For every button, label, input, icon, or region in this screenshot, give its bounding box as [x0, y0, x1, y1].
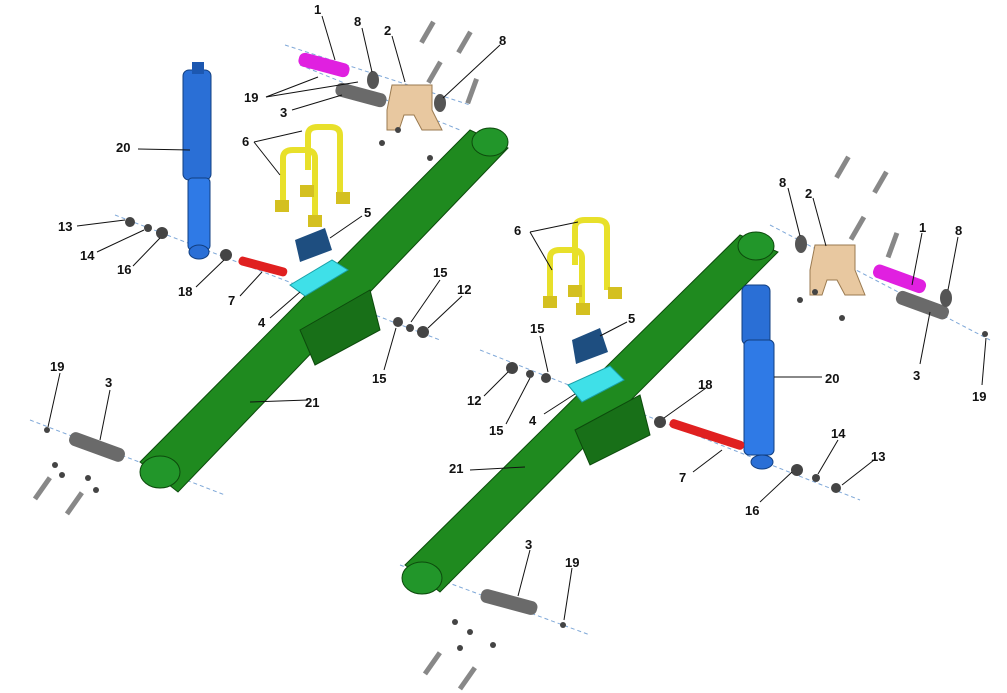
leader-lines [469, 187, 987, 621]
part-label: 12 [467, 393, 481, 408]
pin-3-bottom [480, 589, 538, 615]
part-label: 8 [955, 223, 962, 238]
shock-absorber-20 [182, 62, 212, 260]
part-label: 16 [745, 503, 759, 518]
wedge-5 [295, 228, 332, 262]
pin-7 [238, 256, 288, 277]
part-labels-left: 1 8 2 8 19 3 20 6 13 14 16 5 18 7 4 15 1… [50, 2, 506, 410]
part-label: 8 [779, 175, 786, 190]
part-label: 4 [258, 315, 266, 330]
pin-3-bottom [69, 432, 125, 462]
part-label: 20 [825, 371, 839, 386]
part-label: 3 [525, 537, 532, 552]
pin-1 [872, 264, 927, 294]
bracket-2 [386, 84, 443, 131]
part-label: 15 [530, 321, 544, 336]
part-label: 1 [314, 2, 321, 17]
part-label: 6 [514, 223, 521, 238]
u-bolts-6 [547, 217, 610, 310]
part-label: 5 [628, 311, 635, 326]
bracket-2 [809, 244, 866, 296]
part-label: 4 [529, 413, 537, 428]
part-label: 21 [305, 395, 319, 410]
nuts-washers [44, 127, 433, 493]
part-label: 19 [50, 359, 64, 374]
part-label: 7 [228, 293, 235, 308]
leaf-spring-21 [139, 127, 509, 493]
part-label: 21 [449, 461, 463, 476]
part-label: 16 [117, 262, 131, 277]
part-label: 13 [58, 219, 72, 234]
part-label: 20 [116, 140, 130, 155]
u-bolt-nuts [543, 285, 622, 315]
bolts [32, 20, 479, 516]
part-label: 15 [489, 423, 503, 438]
part-label: 19 [565, 555, 579, 570]
bolts [422, 155, 900, 691]
part-label: 3 [105, 375, 112, 390]
pin-3-top [335, 82, 387, 108]
left-assembly: 1 8 2 8 19 3 20 6 13 14 16 5 18 7 4 15 1… [32, 2, 509, 516]
washer-8 [940, 289, 952, 307]
part-label: 1 [919, 220, 926, 235]
leader-lines [47, 15, 501, 441]
pin-7 [669, 419, 745, 450]
part-label: 15 [433, 265, 447, 280]
part-label: 13 [871, 449, 885, 464]
nuts-washers [452, 289, 988, 651]
part-label: 2 [384, 23, 391, 38]
part-label: 18 [178, 284, 192, 299]
part-label: 6 [242, 134, 249, 149]
washer-8 [795, 235, 807, 253]
wedge-5 [572, 328, 608, 364]
washer-8 [367, 71, 379, 89]
part-label: 19 [244, 90, 258, 105]
part-label: 12 [457, 282, 471, 297]
part-label: 8 [499, 33, 506, 48]
part-label: 14 [80, 248, 95, 263]
part-label: 18 [698, 377, 712, 392]
spacer-plate-4 [567, 365, 625, 403]
part-label: 8 [354, 14, 361, 29]
shock-absorber-20 [741, 284, 775, 470]
part-label: 19 [972, 389, 986, 404]
part-label: 3 [913, 368, 920, 383]
u-bolt-nuts [275, 185, 350, 227]
right-assembly: 8 2 1 8 6 5 15 12 15 4 18 20 3 19 21 7 1… [401, 155, 988, 691]
leaf-spring-21 [401, 231, 779, 595]
axis-lines [29, 44, 991, 636]
part-label: 14 [831, 426, 846, 441]
washer-8 [434, 94, 446, 112]
part-label: 15 [372, 371, 386, 386]
part-label: 3 [280, 105, 287, 120]
u-bolts-6 [280, 124, 343, 220]
pin-1 [298, 52, 350, 78]
part-label: 2 [805, 186, 812, 201]
part-labels-right: 8 2 1 8 6 5 15 12 15 4 18 20 3 19 21 7 1… [449, 175, 986, 570]
part-label: 7 [679, 470, 686, 485]
pin-3-top [895, 290, 950, 320]
part-label: 5 [364, 205, 371, 220]
